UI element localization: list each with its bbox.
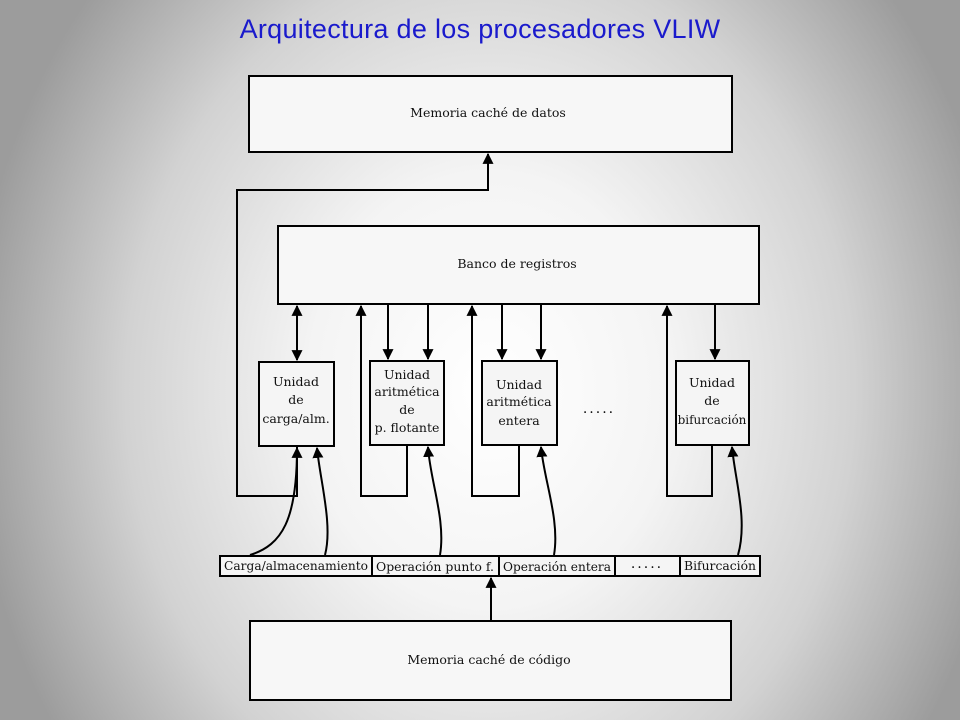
int-unit-line-2: aritmética — [486, 394, 552, 409]
field-to-load-store-arrow-2 — [312, 446, 329, 556]
code-cache-label: Memoria caché de código — [407, 652, 570, 667]
units-ellipsis: ..... — [583, 401, 615, 417]
branch-writeback-arrow — [661, 304, 713, 497]
float-writeback-arrow — [355, 304, 408, 497]
branch-unit-line-2: de — [704, 393, 719, 408]
float-unit-line-2: aritmética — [374, 384, 440, 399]
field-to-branch-arrow — [727, 445, 743, 556]
data-cache-label: Memoria caché de datos — [410, 105, 566, 120]
register-bank-label: Banco de registros — [457, 256, 576, 271]
field-load-store-label: Carga/almacenamiento — [224, 559, 368, 573]
field-float-op-label: Operación punto f. — [376, 560, 494, 574]
load-store-unit-line-2: de — [288, 392, 303, 407]
slide-title: Arquitectura de los procesadores VLIW — [239, 14, 721, 44]
branch-unit-line-1: Unidad — [689, 375, 735, 390]
field-branch-label: Bifurcación — [684, 559, 756, 573]
int-writeback-arrow — [466, 304, 520, 497]
field-branch — [679, 555, 761, 577]
branch-unit — [675, 360, 750, 446]
data-cache-block — [248, 75, 733, 153]
load-store-unit-line-1: Unidad — [273, 374, 319, 389]
load-store-unit — [258, 361, 335, 447]
float-unit-line-4: p. flotante — [375, 420, 440, 435]
float-unit-line-3: de — [399, 402, 414, 417]
int-unit-line-1: Unidad — [496, 377, 542, 392]
field-ellipsis-label: ..... — [631, 556, 663, 572]
code-cache-block — [249, 620, 732, 701]
field-int-op-label: Operación entera — [503, 560, 611, 574]
float-unit-line-1: Unidad — [384, 367, 430, 382]
branch-unit-line-3: bifurcación — [678, 413, 747, 427]
field-to-int-arrow — [536, 445, 557, 556]
int-arith-unit — [481, 360, 558, 446]
field-to-float-arrow — [423, 445, 443, 556]
field-to-load-store-arrow-1 — [249, 446, 303, 556]
float-arith-unit — [369, 360, 445, 446]
int-unit-line-3: entera — [498, 413, 540, 428]
load-store-to-data-cache-arrow — [236, 152, 494, 497]
load-store-unit-line-3: carga/alm. — [262, 411, 329, 426]
register-bank-block — [277, 225, 760, 305]
